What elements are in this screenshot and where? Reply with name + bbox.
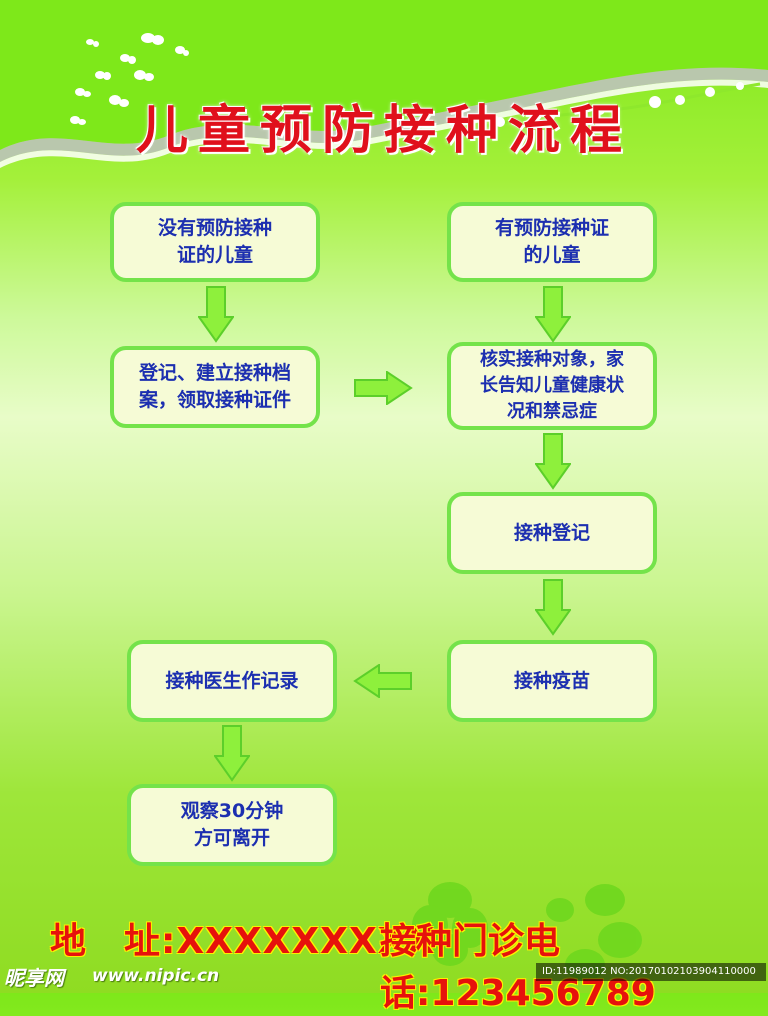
footer-address: 地 址:XXXXXXXXX: [50, 912, 435, 964]
box-register-create-file: 登记、建立接种档 案，领取接种证件: [110, 346, 320, 428]
watermark-url: www.nipic.cn: [92, 966, 220, 986]
address-label: 地 址:: [50, 921, 177, 962]
vine-decor-icon: [449, 82, 761, 137]
top-decor-band: [0, 0, 768, 168]
box-observe-leave: 观察30分钟 方可离开: [127, 784, 337, 866]
butterfly-decor-icon: [70, 33, 189, 125]
arrow-down-icon: [535, 579, 571, 636]
arrow-right-icon: [354, 371, 413, 405]
arrow-left-icon: [353, 664, 412, 698]
arrow-down-icon: [198, 286, 234, 343]
address-value: XXXXXXXXX: [176, 921, 436, 962]
watermark-id: ID:11989012 NO:20170102103904110000: [536, 963, 766, 981]
arrow-down-icon: [214, 725, 250, 782]
box-verify-targets: 核实接种对象，家 长告知儿童健康状 况和禁忌症: [447, 342, 657, 430]
box-no-cert-children: 没有预防接种 证的儿童: [110, 202, 320, 282]
watermark-logo: 昵享网: [4, 966, 64, 990]
box-with-cert-children: 有预防接种证 的儿童: [447, 202, 657, 282]
arrow-down-icon: [535, 433, 571, 490]
box-vaccinate: 接种疫苗: [447, 640, 657, 722]
box-doctor-record: 接种医生作记录: [127, 640, 337, 722]
arrow-down-icon: [535, 286, 571, 343]
page-title: 儿童预防接种流程: [135, 101, 632, 161]
clover-decor-icon: [412, 882, 642, 981]
box-vaccination-registration: 接种登记: [447, 492, 657, 574]
